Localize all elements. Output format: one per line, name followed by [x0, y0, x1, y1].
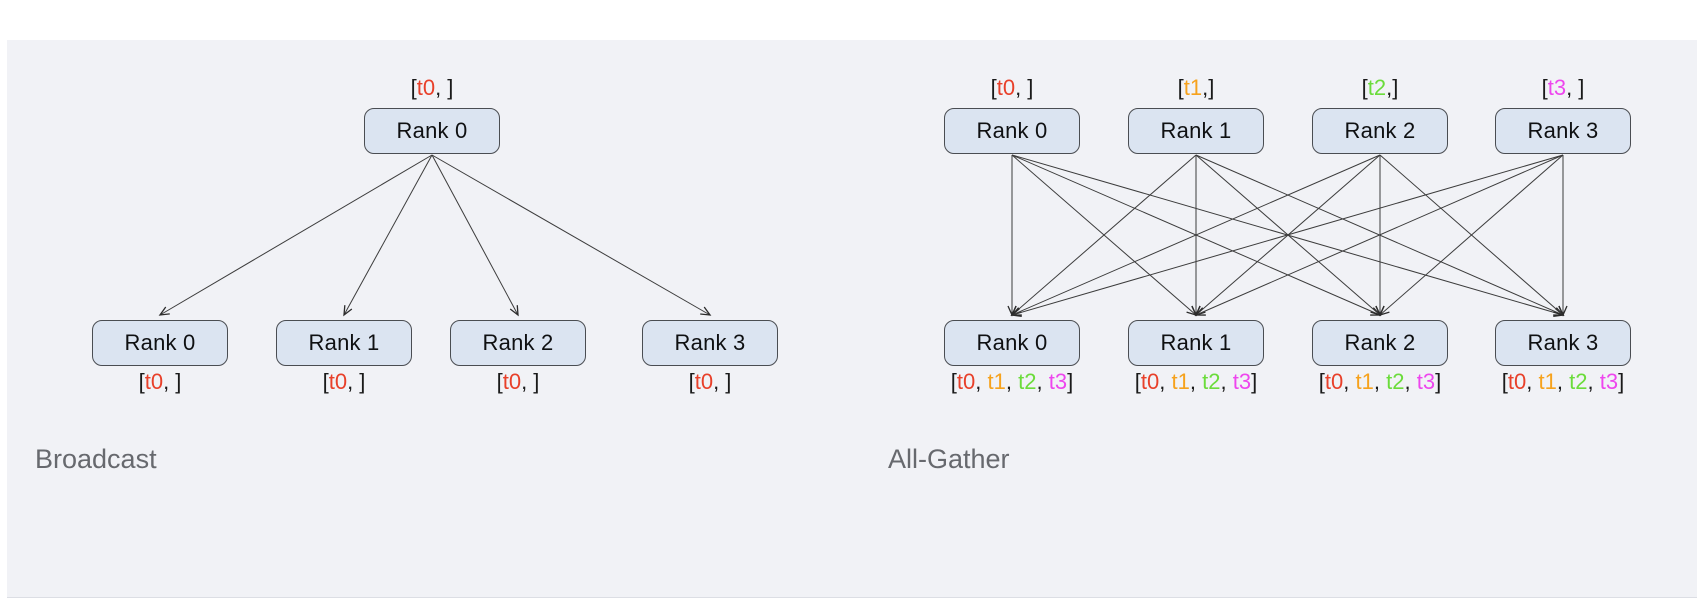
tensor-label-allgather-bottom-3: [t0, t1, t2, t3]	[1443, 368, 1683, 396]
tensor-token-t2: t2	[1018, 369, 1037, 394]
tensor-punct: , ]	[347, 369, 366, 394]
allgather-title: All-Gather	[888, 444, 1010, 474]
rank-node-broadcast-bottom-1: Rank 1	[276, 320, 412, 366]
tensor-punct: ]	[1251, 369, 1258, 394]
tensor-token-t0: t0	[144, 369, 164, 394]
tensor-punct: , ]	[1566, 75, 1585, 100]
tensor-token-t1: t1	[987, 369, 1006, 394]
rank-node-allgather-top-1: Rank 1	[1128, 108, 1264, 154]
tensor-token-t2: t2	[1202, 369, 1221, 394]
tensor-punct: ,	[1343, 369, 1356, 394]
tensor-punct: ,	[1587, 369, 1600, 394]
tensor-token-t2: t2	[1386, 369, 1405, 394]
tensor-label-allgather-top-3: [t3, ]	[1443, 74, 1683, 102]
tensor-token-t0: t0	[1324, 369, 1344, 394]
tensor-punct: [	[1134, 369, 1141, 394]
rank-node-broadcast-top-0: Rank 0	[364, 108, 500, 154]
tensor-punct: , ]	[163, 369, 182, 394]
tensor-label-broadcast-bottom-1: [t0, ]	[224, 368, 464, 396]
tensor-punct: , ]	[713, 369, 732, 394]
tensor-token-t0: t0	[996, 75, 1016, 100]
tensor-label-broadcast-bottom-3: [t0, ]	[590, 368, 830, 396]
tensor-label-broadcast-top-0: [t0, ]	[312, 74, 552, 102]
tensor-label-allgather-bottom-1: [t0, t1, t2, t3]	[1076, 368, 1316, 396]
rank-node-allgather-top-3: Rank 3	[1495, 108, 1631, 154]
tensor-token-t1: t1	[1538, 369, 1557, 394]
tensor-token-t3: t3	[1232, 369, 1252, 394]
tensor-punct: , ]	[521, 369, 540, 394]
tensor-token-t0: t0	[694, 369, 714, 394]
tensor-punct: ,	[1526, 369, 1539, 394]
tensor-label-allgather-top-2: [t2,]	[1260, 74, 1500, 102]
tensor-label-broadcast-bottom-0: [t0, ]	[40, 368, 280, 396]
tensor-token-t0: t0	[416, 75, 436, 100]
tensor-token-t3: t3	[1416, 369, 1436, 394]
tensor-punct: ,	[1159, 369, 1172, 394]
tensor-token-t2: t2	[1367, 75, 1387, 100]
rank-node-allgather-top-0: Rank 0	[944, 108, 1080, 154]
tensor-token-t3: t3	[1048, 369, 1068, 394]
tensor-punct: [	[322, 369, 329, 394]
rank-node-allgather-top-2: Rank 2	[1312, 108, 1448, 154]
tensor-punct: [	[950, 369, 957, 394]
tensor-punct: ,	[1404, 369, 1417, 394]
rank-node-broadcast-bottom-2: Rank 2	[450, 320, 586, 366]
tensor-punct: ,	[1036, 369, 1049, 394]
rank-node-allgather-bottom-0: Rank 0	[944, 320, 1080, 366]
tensor-punct: [	[1501, 369, 1508, 394]
tensor-label-allgather-top-0: [t0, ]	[892, 74, 1132, 102]
tensor-punct: ,	[1220, 369, 1233, 394]
tensor-punct: [	[410, 75, 417, 100]
tensor-punct: , ]	[1015, 75, 1034, 100]
tensor-punct: [	[138, 369, 145, 394]
tensor-punct: ,	[1189, 369, 1203, 394]
tensor-token-t0: t0	[328, 369, 348, 394]
tensor-token-t1: t1	[1171, 369, 1190, 394]
tensor-punct: ,	[1005, 369, 1019, 394]
tensor-punct: [	[496, 369, 503, 394]
rank-node-allgather-bottom-1: Rank 1	[1128, 320, 1264, 366]
tensor-label-allgather-bottom-0: [t0, t1, t2, t3]	[892, 368, 1132, 396]
tensor-punct: [	[1361, 75, 1368, 100]
rank-node-broadcast-bottom-0: Rank 0	[92, 320, 228, 366]
tensor-punct: ]	[1067, 369, 1074, 394]
tensor-punct: ,	[975, 369, 988, 394]
tensor-punct: [	[1177, 75, 1184, 100]
rank-node-allgather-bottom-3: Rank 3	[1495, 320, 1631, 366]
tensor-label-broadcast-bottom-2: [t0, ]	[398, 368, 638, 396]
tensor-token-t0: t0	[956, 369, 976, 394]
tensor-punct: ]	[1435, 369, 1442, 394]
tensor-punct: [	[1541, 75, 1548, 100]
tensor-punct: [	[990, 75, 997, 100]
tensor-punct: ,]	[1386, 75, 1399, 100]
tensor-punct: ,	[1373, 369, 1387, 394]
tensor-label-allgather-top-1: [t1,]	[1076, 74, 1316, 102]
tensor-token-t3: t3	[1599, 369, 1619, 394]
tensor-token-t2: t2	[1569, 369, 1588, 394]
tensor-punct: [	[688, 369, 695, 394]
tensor-token-t0: t0	[502, 369, 522, 394]
tensor-token-t1: t1	[1355, 369, 1374, 394]
broadcast-title: Broadcast	[35, 444, 157, 474]
rank-node-allgather-bottom-2: Rank 2	[1312, 320, 1448, 366]
tensor-punct: ]	[1618, 369, 1625, 394]
tensor-punct: ,]	[1202, 75, 1215, 100]
rank-node-broadcast-bottom-3: Rank 3	[642, 320, 778, 366]
tensor-token-t3: t3	[1547, 75, 1567, 100]
tensor-token-t0: t0	[1507, 369, 1527, 394]
tensor-token-t1: t1	[1183, 75, 1203, 100]
tensor-label-allgather-bottom-2: [t0, t1, t2, t3]	[1260, 368, 1500, 396]
tensor-punct: [	[1318, 369, 1325, 394]
tensor-punct: , ]	[435, 75, 454, 100]
tensor-token-t0: t0	[1140, 369, 1160, 394]
tensor-punct: ,	[1556, 369, 1570, 394]
